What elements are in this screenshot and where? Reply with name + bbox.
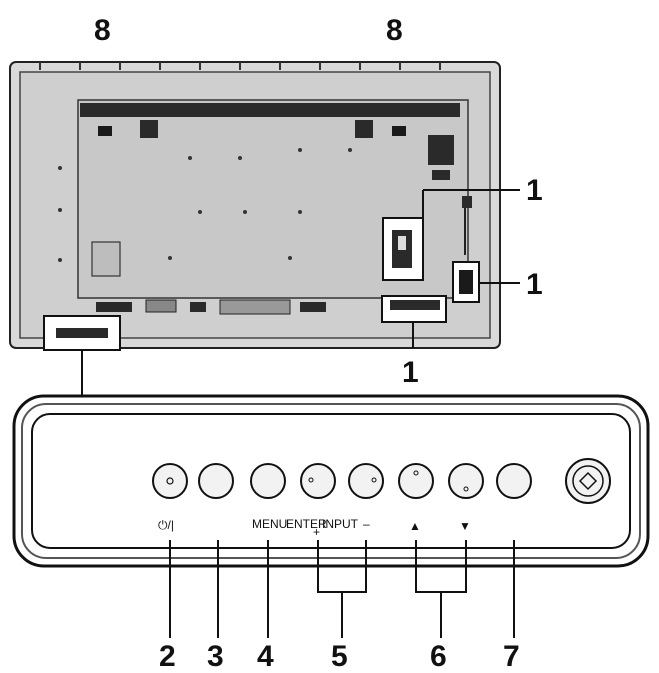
callout-1-lower: 1 <box>526 268 543 301</box>
input-button[interactable] <box>198 463 234 499</box>
menu-label: MENU <box>252 517 287 531</box>
callout-8-right: 8 <box>386 14 403 47</box>
minus-label: – <box>363 517 370 531</box>
rear-panel <box>9 61 501 351</box>
up-button[interactable] <box>398 463 434 499</box>
callout-6: 6 <box>430 640 447 673</box>
volume-minus-button[interactable] <box>300 463 336 499</box>
callout-3: 3 <box>207 640 224 673</box>
power-button[interactable] <box>152 463 188 499</box>
callout-5: 5 <box>331 640 348 673</box>
input-label: INPUT <box>322 517 359 531</box>
callout-1-bottom: 1 <box>402 356 419 389</box>
callout-7: 7 <box>503 640 520 673</box>
down-label: ▼ <box>459 519 471 533</box>
callout-8-left: 8 <box>94 14 111 47</box>
bottom-leader-lines <box>169 540 515 638</box>
plus-label: + <box>313 525 320 539</box>
enter-button[interactable] <box>496 463 532 499</box>
mount-hole-left <box>98 126 112 136</box>
mount-hole-right <box>392 126 406 136</box>
callout-1-upper: 1 <box>526 174 543 207</box>
callout-2: 2 <box>159 640 176 673</box>
remote-sensor <box>565 458 611 504</box>
menu-button[interactable] <box>250 463 286 499</box>
power-label: ⏻/| <box>158 518 174 532</box>
enter-label: ENTER <box>286 517 327 531</box>
up-label: ▲ <box>409 519 421 533</box>
volume-plus-button[interactable] <box>348 463 384 499</box>
callout-4: 4 <box>257 640 274 673</box>
down-button[interactable] <box>448 463 484 499</box>
